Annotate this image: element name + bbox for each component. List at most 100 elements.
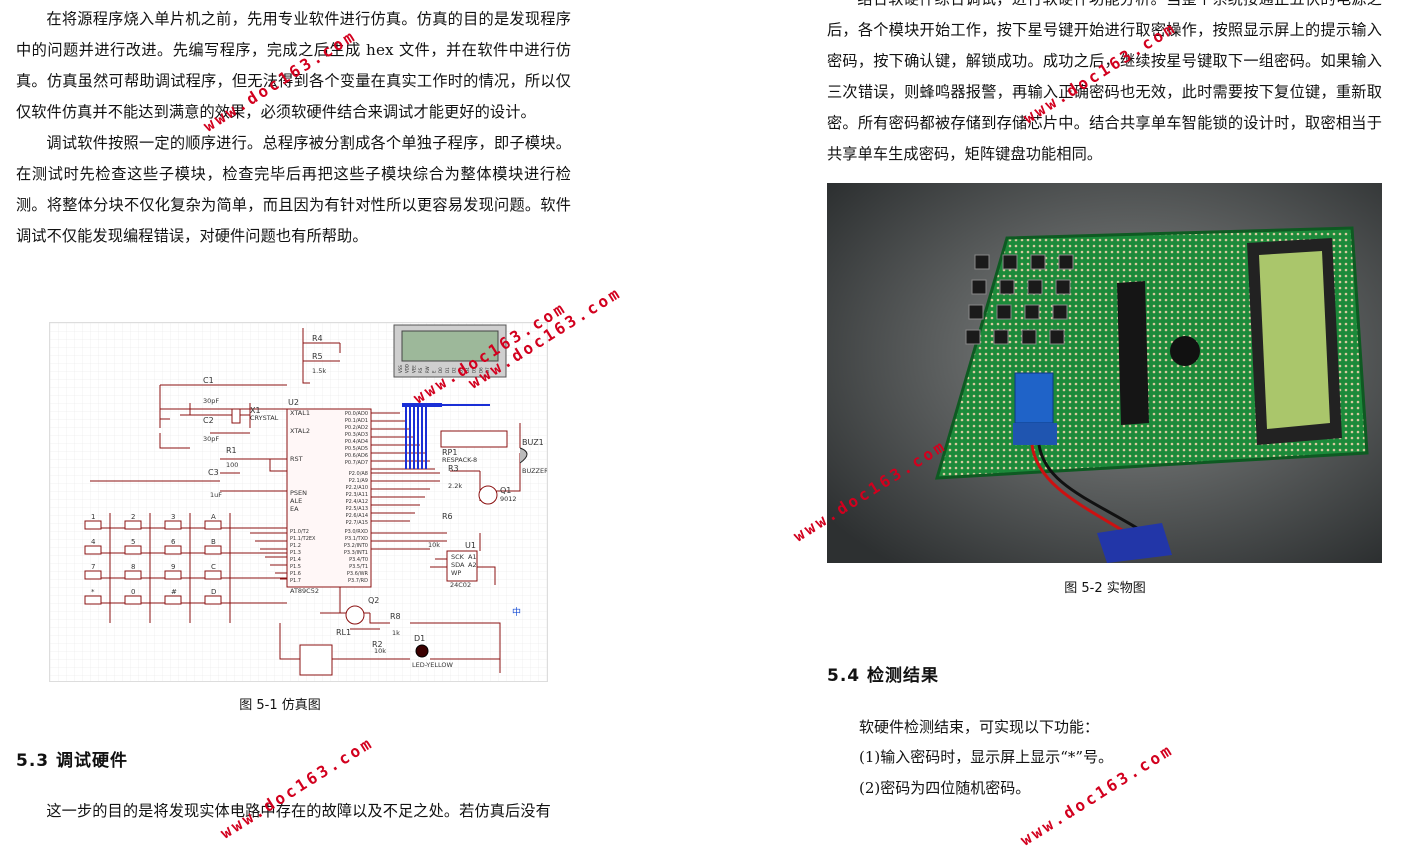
keypad-key-label: *	[91, 588, 95, 596]
lcd-pin: VSS	[398, 365, 403, 373]
schematic-label-r2: R2	[372, 640, 383, 649]
p2-pin: P2.2/A10	[346, 485, 368, 491]
p0-pin: P0.4/AD4	[345, 439, 368, 445]
p1-pin: P1.5	[290, 564, 301, 570]
lcd-pin: RS	[418, 367, 423, 373]
schematic-label-a1: A1	[468, 553, 477, 561]
hardware-photo-drawing	[827, 183, 1382, 563]
schematic-label-r5: R5	[312, 352, 323, 361]
keypad-switch	[124, 595, 142, 605]
schematic-label-v1k: 1k	[392, 629, 400, 637]
lcd-pin: E	[432, 370, 437, 373]
p2-pin: P2.0/A8	[349, 471, 368, 477]
schematic-label-r3: R3	[448, 464, 459, 473]
keypad-switch	[204, 595, 222, 605]
schematic-label-v10k2: 10k	[374, 647, 386, 655]
p0-pin: P0.6/AD6	[345, 453, 368, 459]
lcd-pin: D1	[445, 367, 450, 373]
p2-pin: P2.5/A13	[346, 506, 368, 512]
p2-pin: P2.7/A15	[346, 520, 368, 526]
schematic-label-psen: PSEN	[290, 489, 307, 497]
keypad-switch	[164, 595, 182, 605]
p3-pin: P3.5/T1	[349, 564, 368, 570]
schematic-label-q2: Q2	[368, 596, 379, 605]
p2-pin: P2.6/A14	[346, 513, 368, 519]
p2-pin: P2.1/A9	[349, 478, 368, 484]
keypad-key-label: D	[211, 588, 216, 596]
p2-pin: P2.4/A12	[346, 499, 368, 505]
schematic-label-xtal2: XTAL2	[290, 427, 310, 435]
keypad-switch	[84, 595, 102, 605]
schematic-label-respack: RESPACK-8	[442, 456, 477, 464]
paragraph-combined-debug: 结合软硬件综合调试，进行软硬件功能分析。当整个系统接通正五伏的电源之后，各个模块…	[827, 0, 1382, 163]
keypad-key-label: 3	[171, 513, 175, 521]
p0-pin: P0.2/AD2	[345, 425, 368, 431]
keypad-key-label: 4	[91, 538, 96, 546]
keypad-switch	[164, 570, 182, 580]
schematic-label-buzzer: BUZZER	[522, 467, 547, 475]
keypad-key-label: C	[211, 563, 216, 571]
paragraph-simulation: 在将源程序烧入单片机之前，先用专业软件进行仿真。仿真的目的是发现程序中的问题并进…	[16, 10, 571, 121]
keypad-switch	[164, 520, 182, 530]
p3-pin: P3.0/RXD	[345, 529, 369, 535]
schematic-label-v30pf1: 30pF	[203, 397, 219, 405]
schematic-label-rp1: RP1	[442, 448, 457, 457]
keypad-switch	[84, 520, 102, 530]
result-item-2: (2)密码为四位随机密码。	[859, 779, 1031, 797]
schematic-label-ea: EA	[290, 505, 299, 513]
p1-pin: P1.6	[290, 571, 301, 577]
p0-pin: P0.0/AD0	[345, 411, 368, 417]
p3-pin: P3.4/T0	[349, 557, 368, 563]
schematic-label-rst: RST	[290, 455, 303, 463]
p0-pin: P0.5/AD5	[345, 446, 368, 452]
schematic-label-buz: BUZ1	[522, 438, 544, 447]
section-heading-5-3: 5.3 调试硬件	[16, 751, 129, 771]
keypad-switch	[84, 570, 102, 580]
schematic-label-r6: R6	[442, 512, 453, 521]
photo-key-button	[968, 304, 984, 320]
p3-pin: P3.2/INT0	[344, 543, 368, 549]
p0-pin: P0.1/AD1	[345, 418, 368, 424]
keypad-key-label: A	[211, 513, 216, 521]
results-intro: 软硬件检测结束，可实现以下功能：	[859, 718, 1100, 736]
keypad-key-label: 0	[131, 588, 135, 596]
right-column: 结合软硬件综合调试，进行软硬件功能分析。当整个系统接通正五伏的电源之后，各个模块…	[827, 0, 1382, 170]
schematic-label-wp: WP	[451, 569, 461, 577]
schematic-label-v100: 100	[226, 461, 238, 469]
p0-pin: P0.3/AD3	[345, 432, 368, 438]
p1-pin: P1.2	[290, 543, 301, 549]
keypad-switch	[204, 570, 222, 580]
schematic-label-r1: R1	[226, 446, 237, 455]
schematic-label-led: LED-YELLOW	[412, 661, 454, 669]
schematic-label-xtal1: XTAL1	[290, 409, 310, 417]
keypad-key-label: 8	[131, 563, 135, 571]
keypad-key-label: 5	[131, 538, 135, 546]
keypad-key-label: 2	[131, 513, 135, 521]
photo-key-button	[993, 329, 1009, 345]
schematic-label-c1: C1	[203, 376, 214, 385]
figure-hardware-photo	[827, 183, 1382, 563]
keypad-switch	[204, 545, 222, 555]
photo-key-button	[1024, 304, 1040, 320]
schematic-label-q1: Q1	[500, 486, 511, 495]
keypad-key-label: 1	[91, 513, 95, 521]
photo-key-button	[999, 279, 1015, 295]
result-item-1: (1)输入密码时，显示屏上显示“*”号。	[859, 748, 1114, 766]
lcd-pin: VDD	[405, 364, 410, 373]
lcd-pin: VEE	[411, 365, 416, 373]
schematic-label-c3: C3	[208, 468, 219, 477]
schematic-label-v30pf2: 30pF	[203, 435, 219, 443]
photo-key-button	[996, 304, 1012, 320]
photo-key-button	[1030, 254, 1046, 270]
schematic-label-u1type: 24C02	[450, 581, 471, 589]
lcd-pin: D2	[452, 367, 457, 373]
lcd-pin: RW	[425, 366, 430, 373]
p1-pin: P1.4	[290, 557, 301, 563]
p1-pin: P1.7	[290, 578, 301, 584]
lcd-pin: D5	[472, 367, 477, 373]
p0-pin: P0.7/AD7	[345, 460, 368, 466]
schematic-label-v15k: 1.5k	[312, 367, 326, 375]
p1-pin: P1.0/T2	[290, 529, 309, 535]
